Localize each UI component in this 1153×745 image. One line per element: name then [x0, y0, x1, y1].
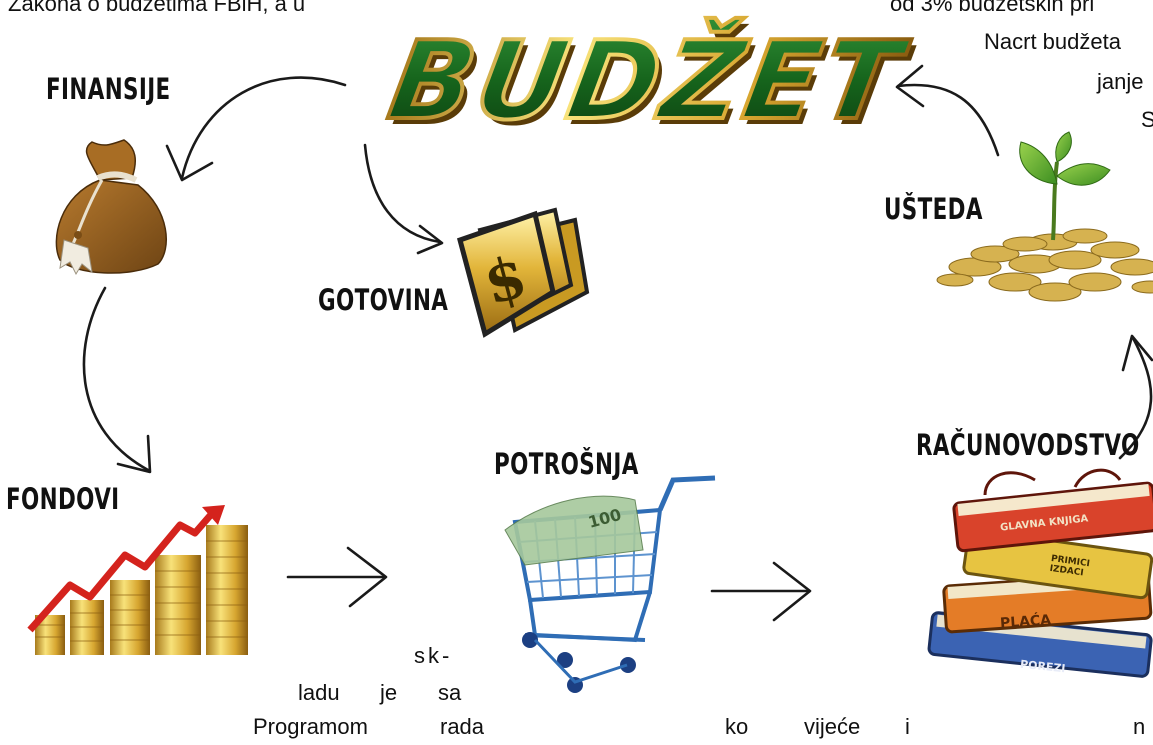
top-right-text-1: od 3% budžetskih pri [890, 0, 1095, 16]
text-rada: rada [440, 714, 485, 739]
svg-text:BUDŽET: BUDŽET [386, 24, 921, 150]
label-gotovina: GOTOVINA [318, 283, 449, 317]
label-potrosnja: POTROŠNJA [494, 447, 639, 481]
label-racunovodstvo: RAČUNOVODSTVO [916, 428, 1140, 462]
text-sa: sa [438, 680, 462, 705]
top-left-text: Zakona o budžetima FBiH, a u [8, 0, 306, 16]
top-right-text-2: Nacrt budžeta [984, 29, 1121, 54]
label-finansije: FINANSIJE [46, 72, 171, 106]
text-i: i [905, 714, 910, 739]
top-right-text-3: janje [1097, 69, 1144, 94]
arrow-fondovi-to-potrosnja [286, 546, 388, 608]
arrow-logo-to-gotovina [363, 143, 444, 255]
shopping-cart-icon: 100 [504, 475, 716, 693]
label-usteda: UŠTEDA [884, 192, 983, 226]
plant-coins-icon [936, 131, 1153, 302]
books-stack-icon [927, 468, 1153, 678]
arrow-logo-to-finansije [165, 76, 347, 182]
arrow-potrosnja-to-racunovodstvo [710, 561, 812, 622]
svg-text:BUDŽET: BUDŽET [381, 18, 916, 144]
text-ladu: ladu [298, 680, 340, 705]
arrow-usteda-to-logo [895, 64, 1000, 157]
text-programom: Programom [253, 714, 368, 739]
text-ko: ko [725, 714, 749, 739]
text-je: je [380, 680, 398, 705]
label-fondovi: FONDOVI [6, 482, 120, 516]
text-n: n [1133, 714, 1146, 739]
arrow-racunovodstvo-to-usteda [1118, 334, 1153, 460]
arrow-finansije-to-fondovi [82, 286, 152, 474]
text-sk: sk- [414, 643, 453, 668]
budzet-logo: BUDŽET BUDŽET [379, 16, 921, 150]
dollar-bills-icon: $ [456, 207, 590, 338]
coin-stacks-chart-icon [27, 505, 248, 655]
top-right-text-4: S [1141, 107, 1153, 132]
money-bag-icon [55, 139, 168, 276]
text-vijece: vijeće [804, 714, 861, 739]
